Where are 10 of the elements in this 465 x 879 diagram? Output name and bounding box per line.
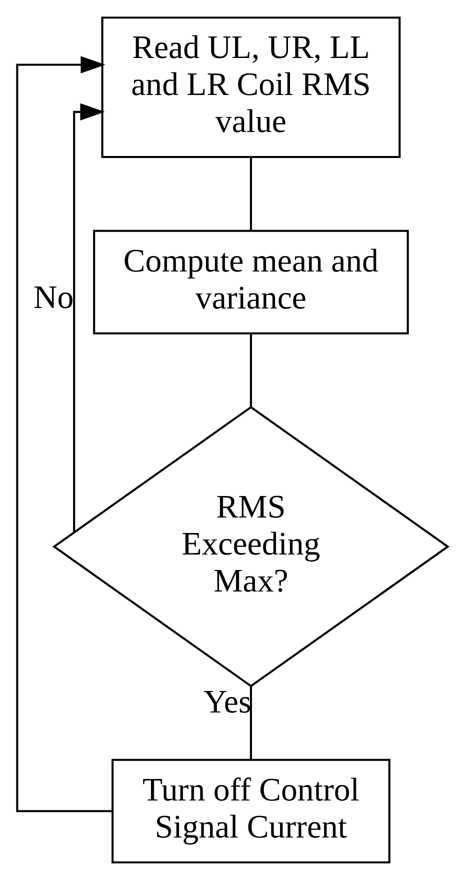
node-diamond: RMS Exceeding Max? [52, 405, 450, 687]
arrow [16, 56, 112, 812]
node-box: Turn off Control Signal Current [112, 758, 390, 863]
edge-label: No [34, 279, 74, 316]
connector [250, 686, 252, 759]
connector [250, 156, 252, 230]
node-box: Read UL, UR, LL and LR Coil RMS value [101, 16, 401, 158]
arrow [73, 102, 105, 532]
connector [250, 333, 252, 406]
node-box: Compute mean and variance [93, 229, 409, 334]
